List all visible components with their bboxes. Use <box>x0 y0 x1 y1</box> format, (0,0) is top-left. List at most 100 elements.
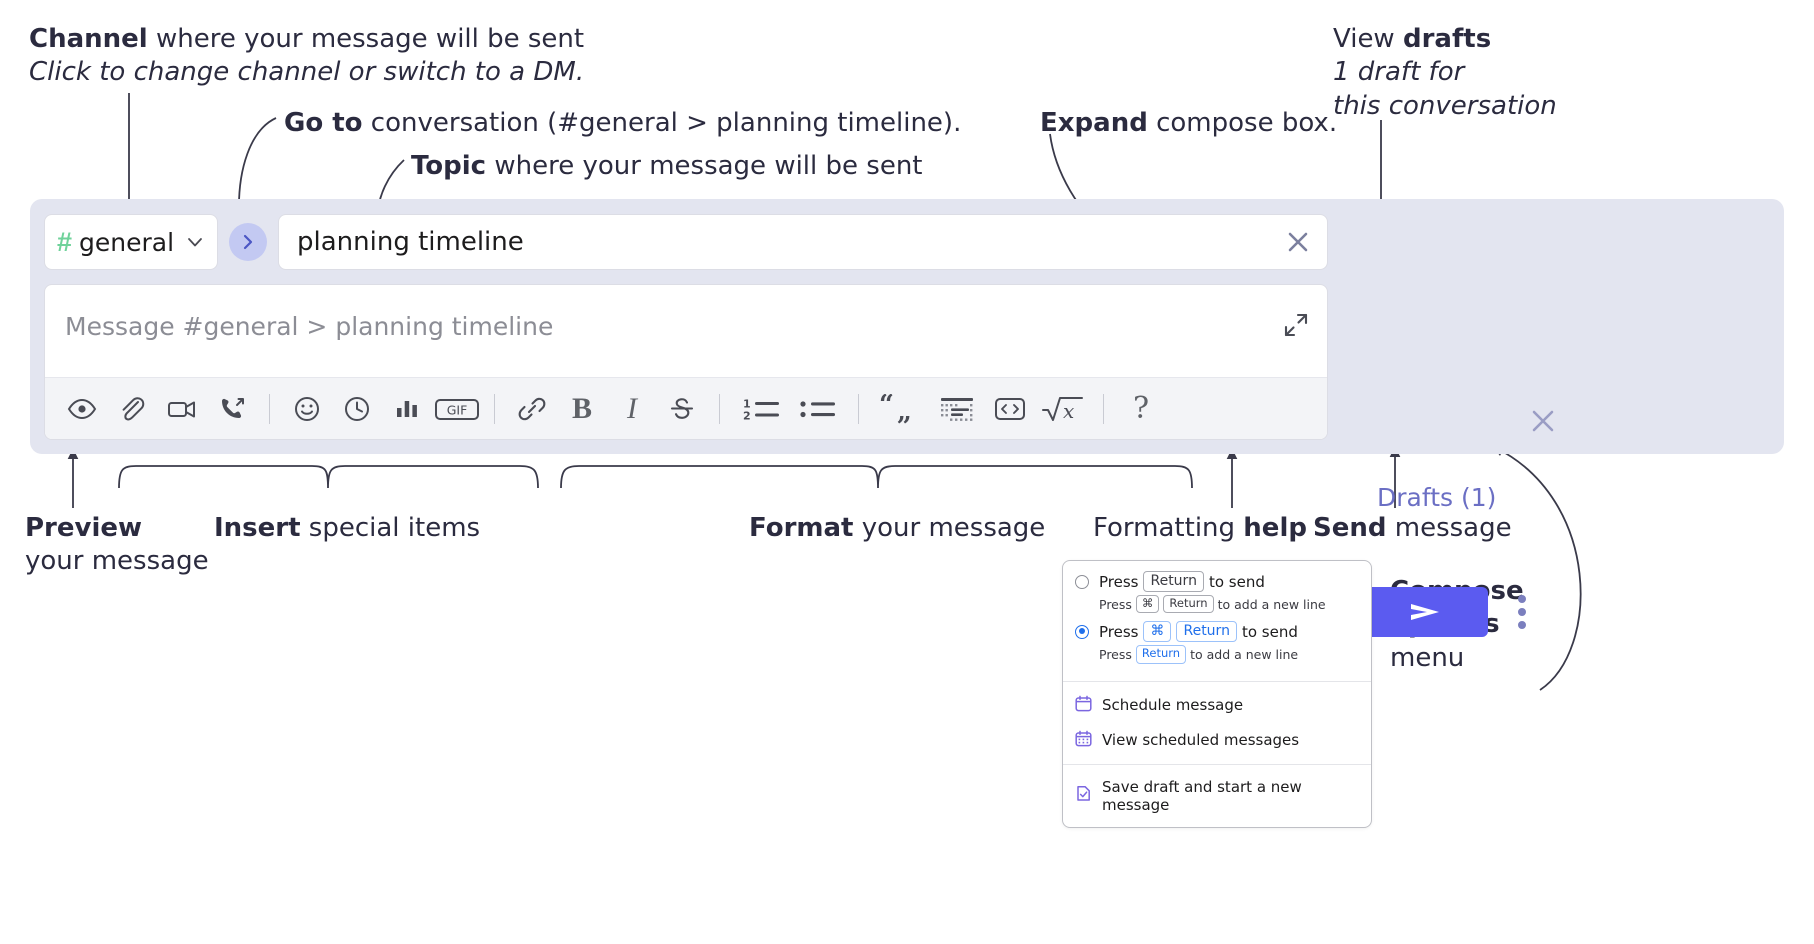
send-button[interactable] <box>1362 587 1488 637</box>
help-icon[interactable]: ? <box>1132 390 1150 426</box>
key-return: Return <box>1176 621 1237 643</box>
video-icon[interactable] <box>157 386 207 432</box>
code-icon[interactable] <box>985 386 1035 432</box>
annotation-channel: Channel where your message will be sent … <box>29 23 584 90</box>
annotation-send: Send message <box>1313 512 1512 545</box>
svg-text:GIF: GIF <box>447 402 468 417</box>
clear-topic-icon[interactable] <box>1283 227 1313 257</box>
drafts-link[interactable]: Drafts (1) <box>1377 483 1497 512</box>
strikethrough-icon[interactable] <box>657 386 707 432</box>
annotation-channel-bold: Channel <box>29 24 148 54</box>
annotation-topic: Topic where your message will be sent <box>411 150 923 183</box>
preview-icon[interactable] <box>57 386 107 432</box>
send-option-cmd-return-label: Press ⌘ Return to send <box>1099 621 1298 643</box>
compose-options-button[interactable] <box>1510 595 1534 629</box>
annotation-channel-rest: where your message will be sent <box>147 24 585 54</box>
annotation-topic-bold: Topic <box>411 151 487 181</box>
message-input-box[interactable]: Message #general > planning timeline <box>44 284 1328 440</box>
annotation-expand: Expand compose box. <box>1040 107 1337 140</box>
channel-name-label: general <box>79 227 175 257</box>
menu-item-label: View scheduled messages <box>1102 731 1300 750</box>
chevron-down-icon <box>185 232 205 252</box>
annotation-insert: Insert special items <box>214 512 480 545</box>
math-icon[interactable]: x <box>1035 386 1091 432</box>
send-option-cmd-return[interactable]: Press ⌘ Return to send <box>1063 621 1371 643</box>
toolbar-separator <box>719 393 720 424</box>
sub-label: Press Return to add a new line <box>1099 645 1299 664</box>
key-return: Return <box>1135 645 1187 664</box>
key-command: ⌘ <box>1143 621 1172 643</box>
draft-section: Save draft and start a new message <box>1063 765 1371 827</box>
formatting-toolbar: GIF B I <box>45 377 1327 439</box>
bulleted-list-icon[interactable] <box>790 386 846 432</box>
radio-button[interactable] <box>1075 574 1089 589</box>
annotation-insert-bold: Insert <box>214 513 301 543</box>
poll-icon[interactable] <box>382 386 432 432</box>
link-icon[interactable] <box>507 386 557 432</box>
close-icon[interactable] <box>1528 406 1558 441</box>
menu-item-view-scheduled-messages[interactable]: View scheduled messages <box>1063 723 1371 758</box>
annotation-drafts-sub1: 1 draft for <box>1333 57 1465 88</box>
annotation-drafts: View drafts 1 draft for this conversatio… <box>1333 23 1557 123</box>
goto-conversation-button[interactable] <box>229 223 267 261</box>
annotation-expand-bold: Expand <box>1040 108 1148 138</box>
calendar-grid-icon <box>1075 730 1092 751</box>
topic-value: planning timeline <box>297 227 524 257</box>
sub-action-text: to add a new line <box>1217 596 1326 612</box>
annotation-insert-rest: special items <box>300 513 481 543</box>
annotation-help-bold: help <box>1243 513 1307 543</box>
bold-icon[interactable]: B <box>571 391 592 425</box>
menu-divider <box>1063 763 1371 765</box>
send-option-return[interactable]: Press Return to send <box>1063 571 1371 593</box>
expand-icon[interactable] <box>1283 312 1309 343</box>
svg-text:x: x <box>1063 399 1074 423</box>
toolbar-separator <box>494 393 495 424</box>
hash-icon: # <box>57 226 73 257</box>
audio-call-icon[interactable] <box>207 386 257 432</box>
menu-item-save-draft[interactable]: Save draft and start a new message <box>1063 771 1371 821</box>
attachment-icon[interactable] <box>107 386 157 432</box>
annotation-help-plain: Formatting <box>1093 513 1244 543</box>
menu-divider <box>1063 680 1371 682</box>
toolbar-separator <box>269 393 270 424</box>
clock-icon[interactable] <box>332 386 382 432</box>
svg-text:2: 2 <box>743 409 751 422</box>
gif-icon[interactable]: GIF <box>432 386 482 432</box>
annotation-topic-rest: where your message will be sent <box>486 151 923 181</box>
compose-options-menu: Press Return to send Press ⌘ Return to a… <box>1062 560 1372 828</box>
code-block-icon[interactable] <box>929 386 985 432</box>
menu-item-label: Schedule message <box>1102 696 1244 715</box>
svg-text:„: „ <box>897 397 912 424</box>
menu-item-schedule-message[interactable]: Schedule message <box>1063 688 1371 723</box>
channel-selector[interactable]: # general <box>44 214 218 270</box>
menu-item-label: Save draft and start a new message <box>1102 777 1302 814</box>
annotation-preview: Preview your message <box>25 512 209 579</box>
annotation-drafts-plain: View <box>1333 24 1403 54</box>
annotation-goto-bold: Go to <box>284 108 363 138</box>
sub-label: Press ⌘ Return to add a new line <box>1099 595 1326 614</box>
toolbar-separator <box>858 393 859 424</box>
save-draft-icon <box>1075 785 1092 806</box>
annotation-preview-bold: Preview <box>25 513 143 543</box>
sub-action-text: to add a new line <box>1190 647 1299 663</box>
action-text: to send <box>1208 572 1265 591</box>
schedule-section: Schedule message View scheduled messages <box>1063 682 1371 764</box>
compose-header-row: # general planning timeline <box>44 213 1328 271</box>
emoji-icon[interactable] <box>282 386 332 432</box>
annotation-channel-sub: Click to change channel or switch to a D… <box>29 57 585 88</box>
send-option-cmd-return-sub: Press Return to add a new line <box>1063 645 1371 664</box>
key-return: Return <box>1163 595 1214 614</box>
key-command: ⌘ <box>1135 595 1160 614</box>
compose-panel: # general planning timeline <box>30 199 1784 637</box>
annotation-format-rest: your message <box>853 513 1046 543</box>
annotation-drafts-sub2: this conversation <box>1333 90 1557 121</box>
italic-icon[interactable]: I <box>627 391 637 425</box>
ordered-list-icon[interactable]: 1 2 <box>732 386 790 432</box>
topic-input[interactable]: planning timeline <box>278 214 1328 270</box>
annotation-goto-rest: conversation (#general > planning timeli… <box>362 108 962 138</box>
radio-button-selected[interactable] <box>1075 624 1089 639</box>
sub-press-word: Press <box>1099 647 1132 663</box>
blockquote-icon[interactable]: “ „ <box>871 386 929 432</box>
annotation-expand-rest: compose box. <box>1147 108 1338 138</box>
annotation-preview-line2: your message <box>25 546 209 577</box>
